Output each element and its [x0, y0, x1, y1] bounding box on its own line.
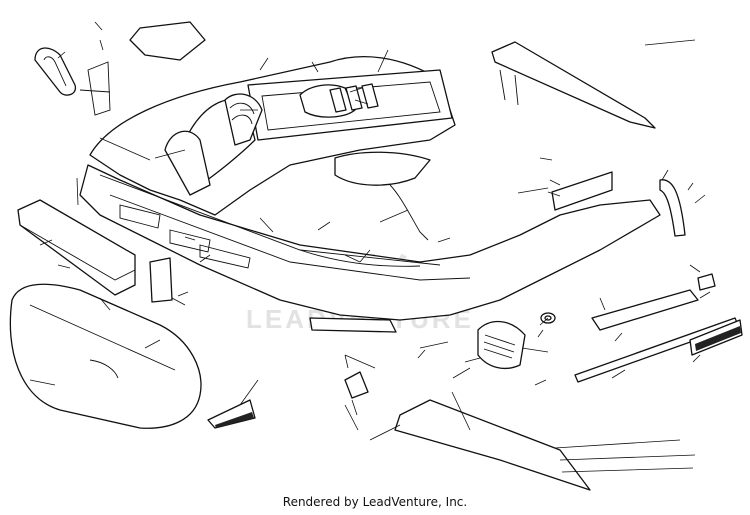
part-38-wedge [207, 399, 256, 429]
part-45-strip [659, 179, 686, 237]
part-27-loop [34, 47, 77, 96]
part-35-cap [129, 21, 206, 61]
part-44-strip [491, 41, 656, 129]
part-21-nose [9, 283, 202, 429]
footer-credit: Rendered by LeadVenture, Inc. [282, 495, 468, 509]
part-30-scoop [477, 320, 526, 369]
part-5-rail [591, 289, 699, 331]
part-bracket [79, 61, 111, 116]
part-16-bar [309, 317, 397, 333]
leader-lines: 8 35 12 27 31 37 35 44 33 4 17 11 35 8 4… [29, 21, 711, 473]
hood-body [79, 56, 661, 321]
part-15-bracket [551, 171, 613, 211]
part-39-plate [394, 399, 591, 491]
